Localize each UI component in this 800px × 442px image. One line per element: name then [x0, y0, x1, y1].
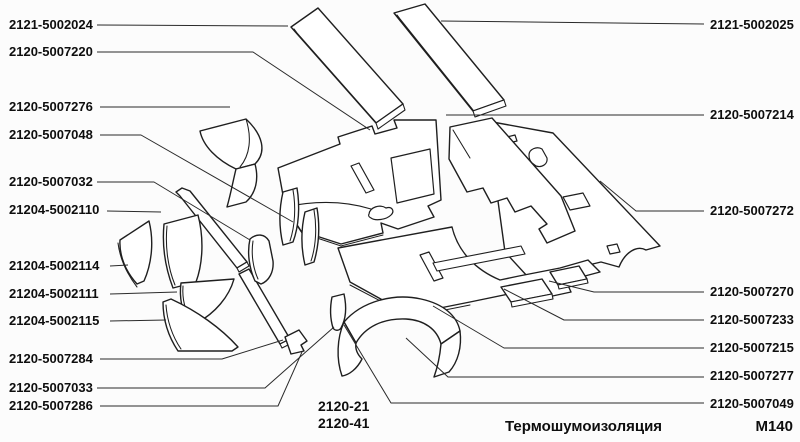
part-curved-strip-049 [329, 293, 347, 331]
part-label-left-4: 2120-5007048 [9, 127, 93, 142]
part-label-left-6: 21204-5002110 [9, 202, 99, 217]
leader-right-4 [548, 280, 704, 293]
leader-right-6 [432, 305, 704, 349]
part-triangle-pad-2 [162, 214, 203, 289]
sheet-code: М140 [755, 418, 793, 435]
leader-left-7 [109, 264, 129, 267]
part-dash-mat [277, 119, 442, 247]
part-label-left-11: 2120-5007033 [9, 380, 93, 395]
part-label-right-6: 2120-5007215 [710, 340, 794, 355]
parts-drawing [117, 3, 661, 378]
leader-left-2 [97, 51, 371, 131]
part-pad-270 [549, 265, 589, 290]
part-pad-032 [247, 234, 274, 285]
leader-left-9 [109, 319, 167, 322]
part-label-left-1: 2121-5002024 [9, 17, 94, 32]
footer: 2120-21 2120-41 Термошумоизоляция М140 [318, 398, 793, 435]
part-front-strip-left [290, 7, 406, 130]
part-floor-panel-middle [448, 117, 576, 244]
leader-left-6 [106, 210, 162, 213]
part-label-left-10: 2120-5007284 [9, 351, 94, 366]
model-code-1: 2120-21 [318, 398, 370, 414]
part-label-right-2: 2120-5007214 [710, 107, 795, 122]
leader-left-10 [100, 339, 284, 360]
part-label-right-3: 2120-5007272 [710, 203, 794, 218]
model-code-2: 2120-41 [318, 415, 370, 431]
leader-left-1 [96, 24, 289, 27]
leader-left-4 [100, 134, 294, 223]
part-pad-233 [500, 278, 554, 308]
leader-left-8 [109, 291, 178, 295]
part-bent-strip-1 [279, 187, 300, 246]
leader-right-3 [599, 180, 704, 212]
part-wheel-arch-rear [337, 296, 462, 378]
part-label-left-3: 2120-5007276 [9, 99, 93, 114]
part-labels-right: 2121-5002025 2120-5007214 2120-5007272 2… [710, 17, 795, 411]
leader-right-1 [440, 20, 705, 25]
leader-right-8 [343, 324, 704, 404]
part-label-left-9: 21204-5002115 [9, 313, 99, 328]
part-labels-left: 2121-5002024 2120-5007220 2120-5007276 2… [9, 17, 100, 413]
leader-right-5 [503, 288, 704, 321]
figure-caption: Термошумоизоляция [505, 418, 662, 435]
part-label-left-5: 2120-5007032 [9, 174, 93, 189]
leader-lines [96, 20, 705, 407]
part-label-right-4: 2120-5007270 [710, 284, 794, 299]
part-label-left-2: 2120-5007220 [9, 44, 93, 59]
leader-right-7 [405, 337, 704, 378]
leader-left-12 [100, 351, 303, 407]
part-label-right-1: 2121-5002025 [710, 17, 794, 32]
leader-left-5 [97, 181, 251, 241]
part-label-left-7: 21204-5002114 [9, 258, 100, 273]
part-bracket-286 [284, 329, 308, 355]
part-bent-strip-2 [301, 207, 320, 266]
part-label-left-12: 2120-5007286 [9, 398, 93, 413]
part-label-right-5: 2120-5007233 [710, 312, 794, 327]
part-sill-rail-upper [175, 187, 250, 273]
part-triangle-pad-4 [162, 298, 239, 352]
part-label-left-8: 21204-5002111 [9, 286, 99, 301]
part-triangle-pad-1 [117, 220, 153, 288]
part-label-right-8: 2120-5007049 [710, 396, 794, 411]
leader-left-11 [97, 326, 335, 389]
part-label-right-7: 2120-5007277 [710, 368, 794, 383]
part-front-strip-right [393, 3, 507, 118]
part-wheel-arch-front [199, 118, 263, 208]
